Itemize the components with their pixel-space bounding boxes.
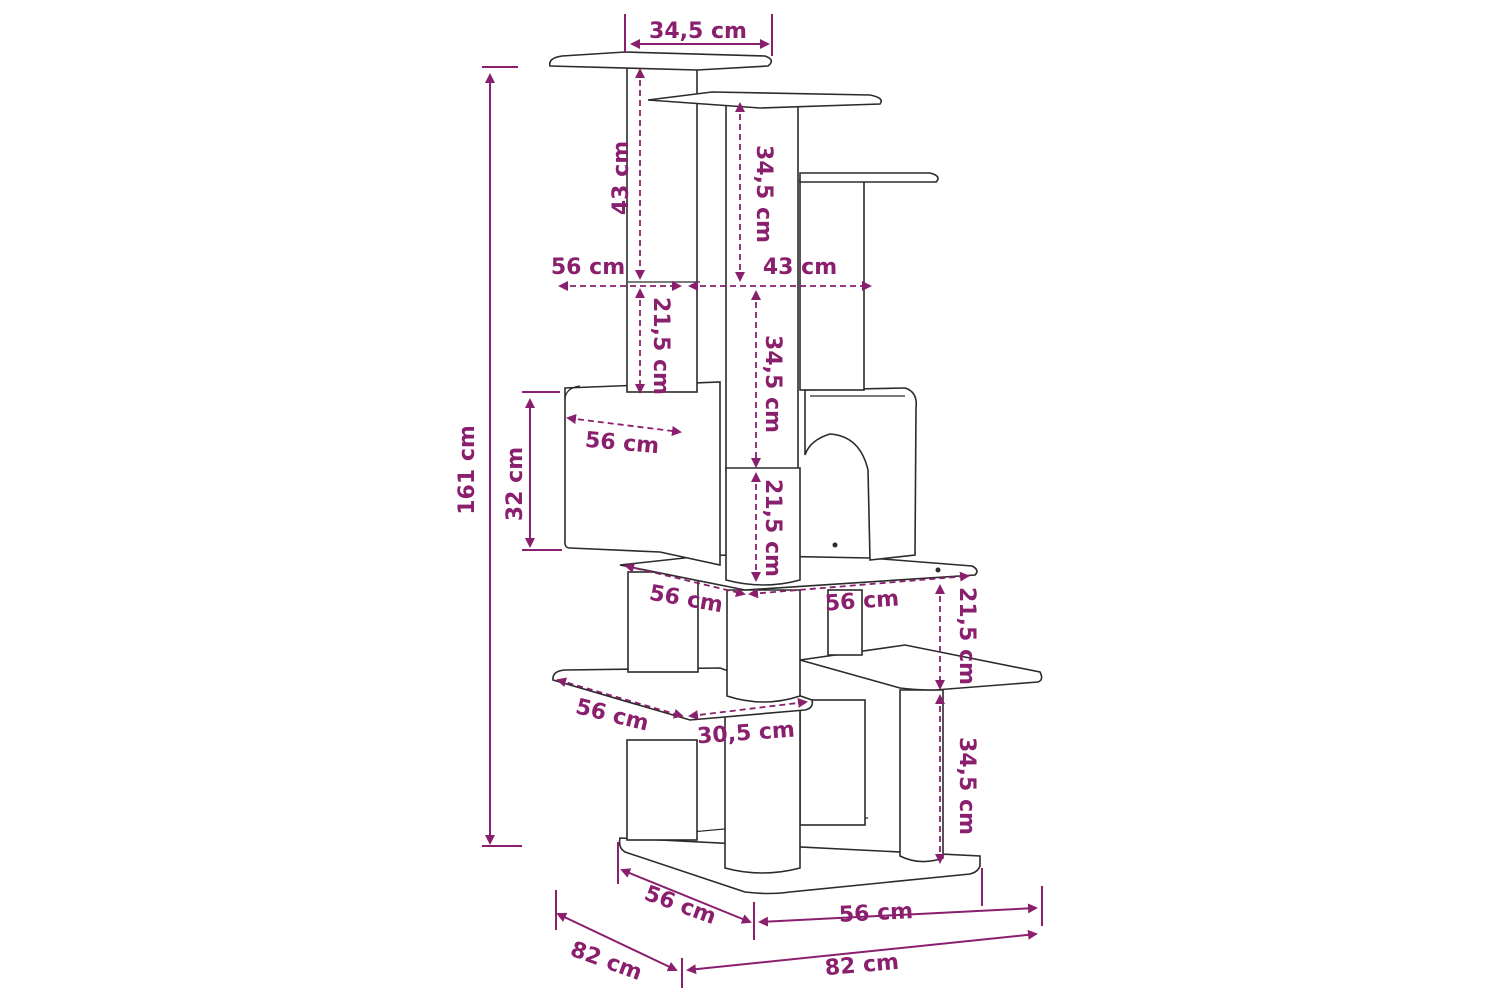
label-side-post-upper: 21,5 cm (954, 587, 979, 685)
label-post-top-center: 34,5 cm (751, 145, 776, 243)
label-post-lower-center: 21,5 cm (760, 479, 785, 577)
label-top-width: 34,5 cm (649, 19, 747, 44)
post-base-rear-left (626, 739, 698, 841)
label-deck-width: 56 cm (824, 586, 900, 616)
label-footprint-width: 82 cm (824, 950, 900, 981)
label-post-mid-left: 21,5 cm (648, 297, 673, 395)
post-mid-right (827, 589, 863, 656)
condo-box (564, 381, 721, 566)
label-footprint-depth: 82 cm (567, 937, 645, 986)
post-upper-right (799, 179, 865, 391)
top-left-platform (548, 51, 773, 71)
label-total-height: 161 cm (455, 425, 480, 515)
post-base-rear-right (799, 699, 866, 826)
upper-right-platform (799, 172, 939, 183)
label-base-depth: 56 cm (641, 881, 719, 930)
post-base-front-right (899, 689, 944, 863)
label-platform-width-right: 43 cm (763, 255, 837, 280)
hideout (804, 387, 918, 561)
label-side-post-lower: 34,5 cm (954, 737, 979, 835)
post-mid-center (726, 589, 801, 703)
label-platform-depth-left: 56 cm (551, 255, 625, 280)
dimension-lines (482, 14, 1043, 988)
lower-right-platform (799, 644, 1043, 691)
top-center-platform (647, 91, 883, 109)
label-condo-height: 32 cm (503, 447, 528, 521)
label-post-mid-center: 34,5 cm (760, 335, 785, 433)
label-base-width: 56 cm (838, 899, 913, 928)
label-post-top-left: 43 cm (609, 141, 634, 215)
